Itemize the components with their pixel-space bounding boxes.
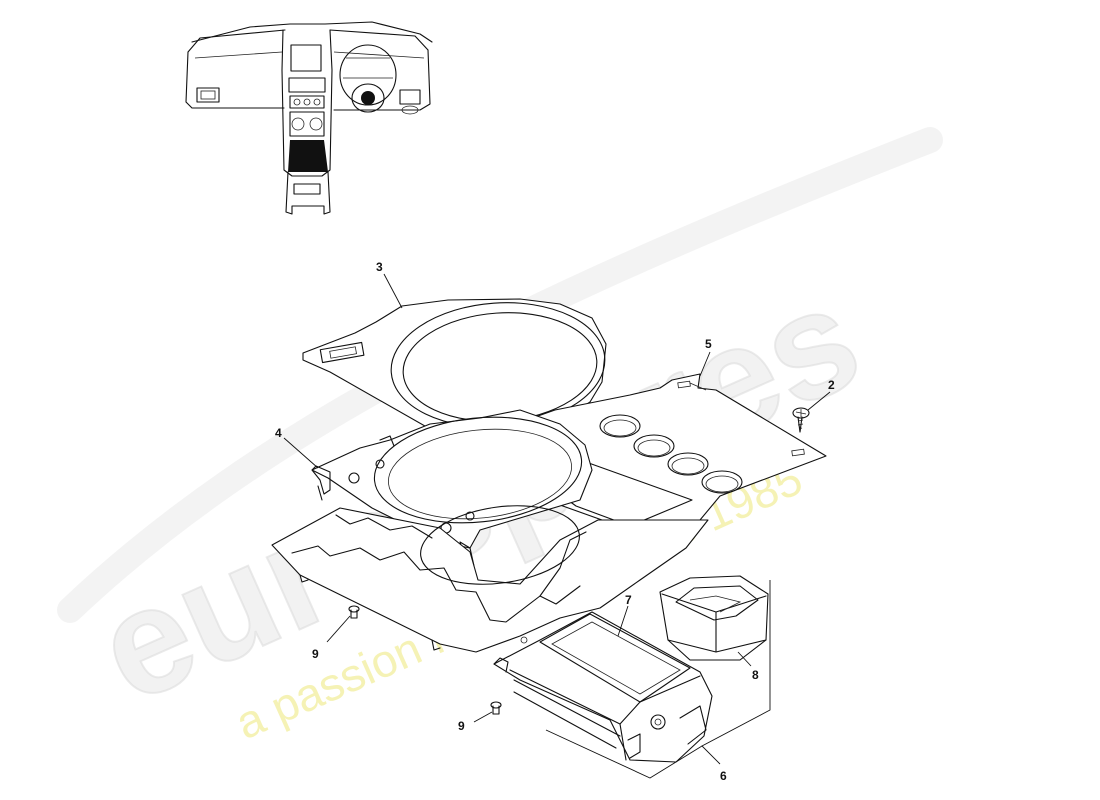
part-7-storage-module — [493, 611, 713, 763]
locator-thumbnail — [185, 21, 433, 215]
callout-2: 2 — [828, 378, 835, 392]
callout-9-lower: 9 — [458, 719, 465, 733]
stack-buttons — [289, 95, 325, 137]
callout-3: 3 — [376, 260, 383, 274]
callout-6: 6 — [720, 769, 727, 783]
base-plate — [271, 505, 709, 653]
callout-5: 5 — [705, 337, 712, 351]
cup-holes — [599, 414, 743, 494]
part-2-screw — [792, 407, 810, 433]
leader-lines — [283, 273, 831, 779]
callout-7: 7 — [625, 593, 632, 607]
part-8-cup — [659, 575, 769, 661]
part-9-fastener-upper — [348, 605, 360, 619]
callouts: 3 5 2 4 7 8 9 9 6 — [275, 260, 835, 783]
callout-9-upper: 9 — [312, 647, 319, 661]
callout-8: 8 — [752, 668, 759, 682]
callout-4: 4 — [275, 426, 282, 440]
part-9-fastener-lower — [490, 701, 502, 715]
